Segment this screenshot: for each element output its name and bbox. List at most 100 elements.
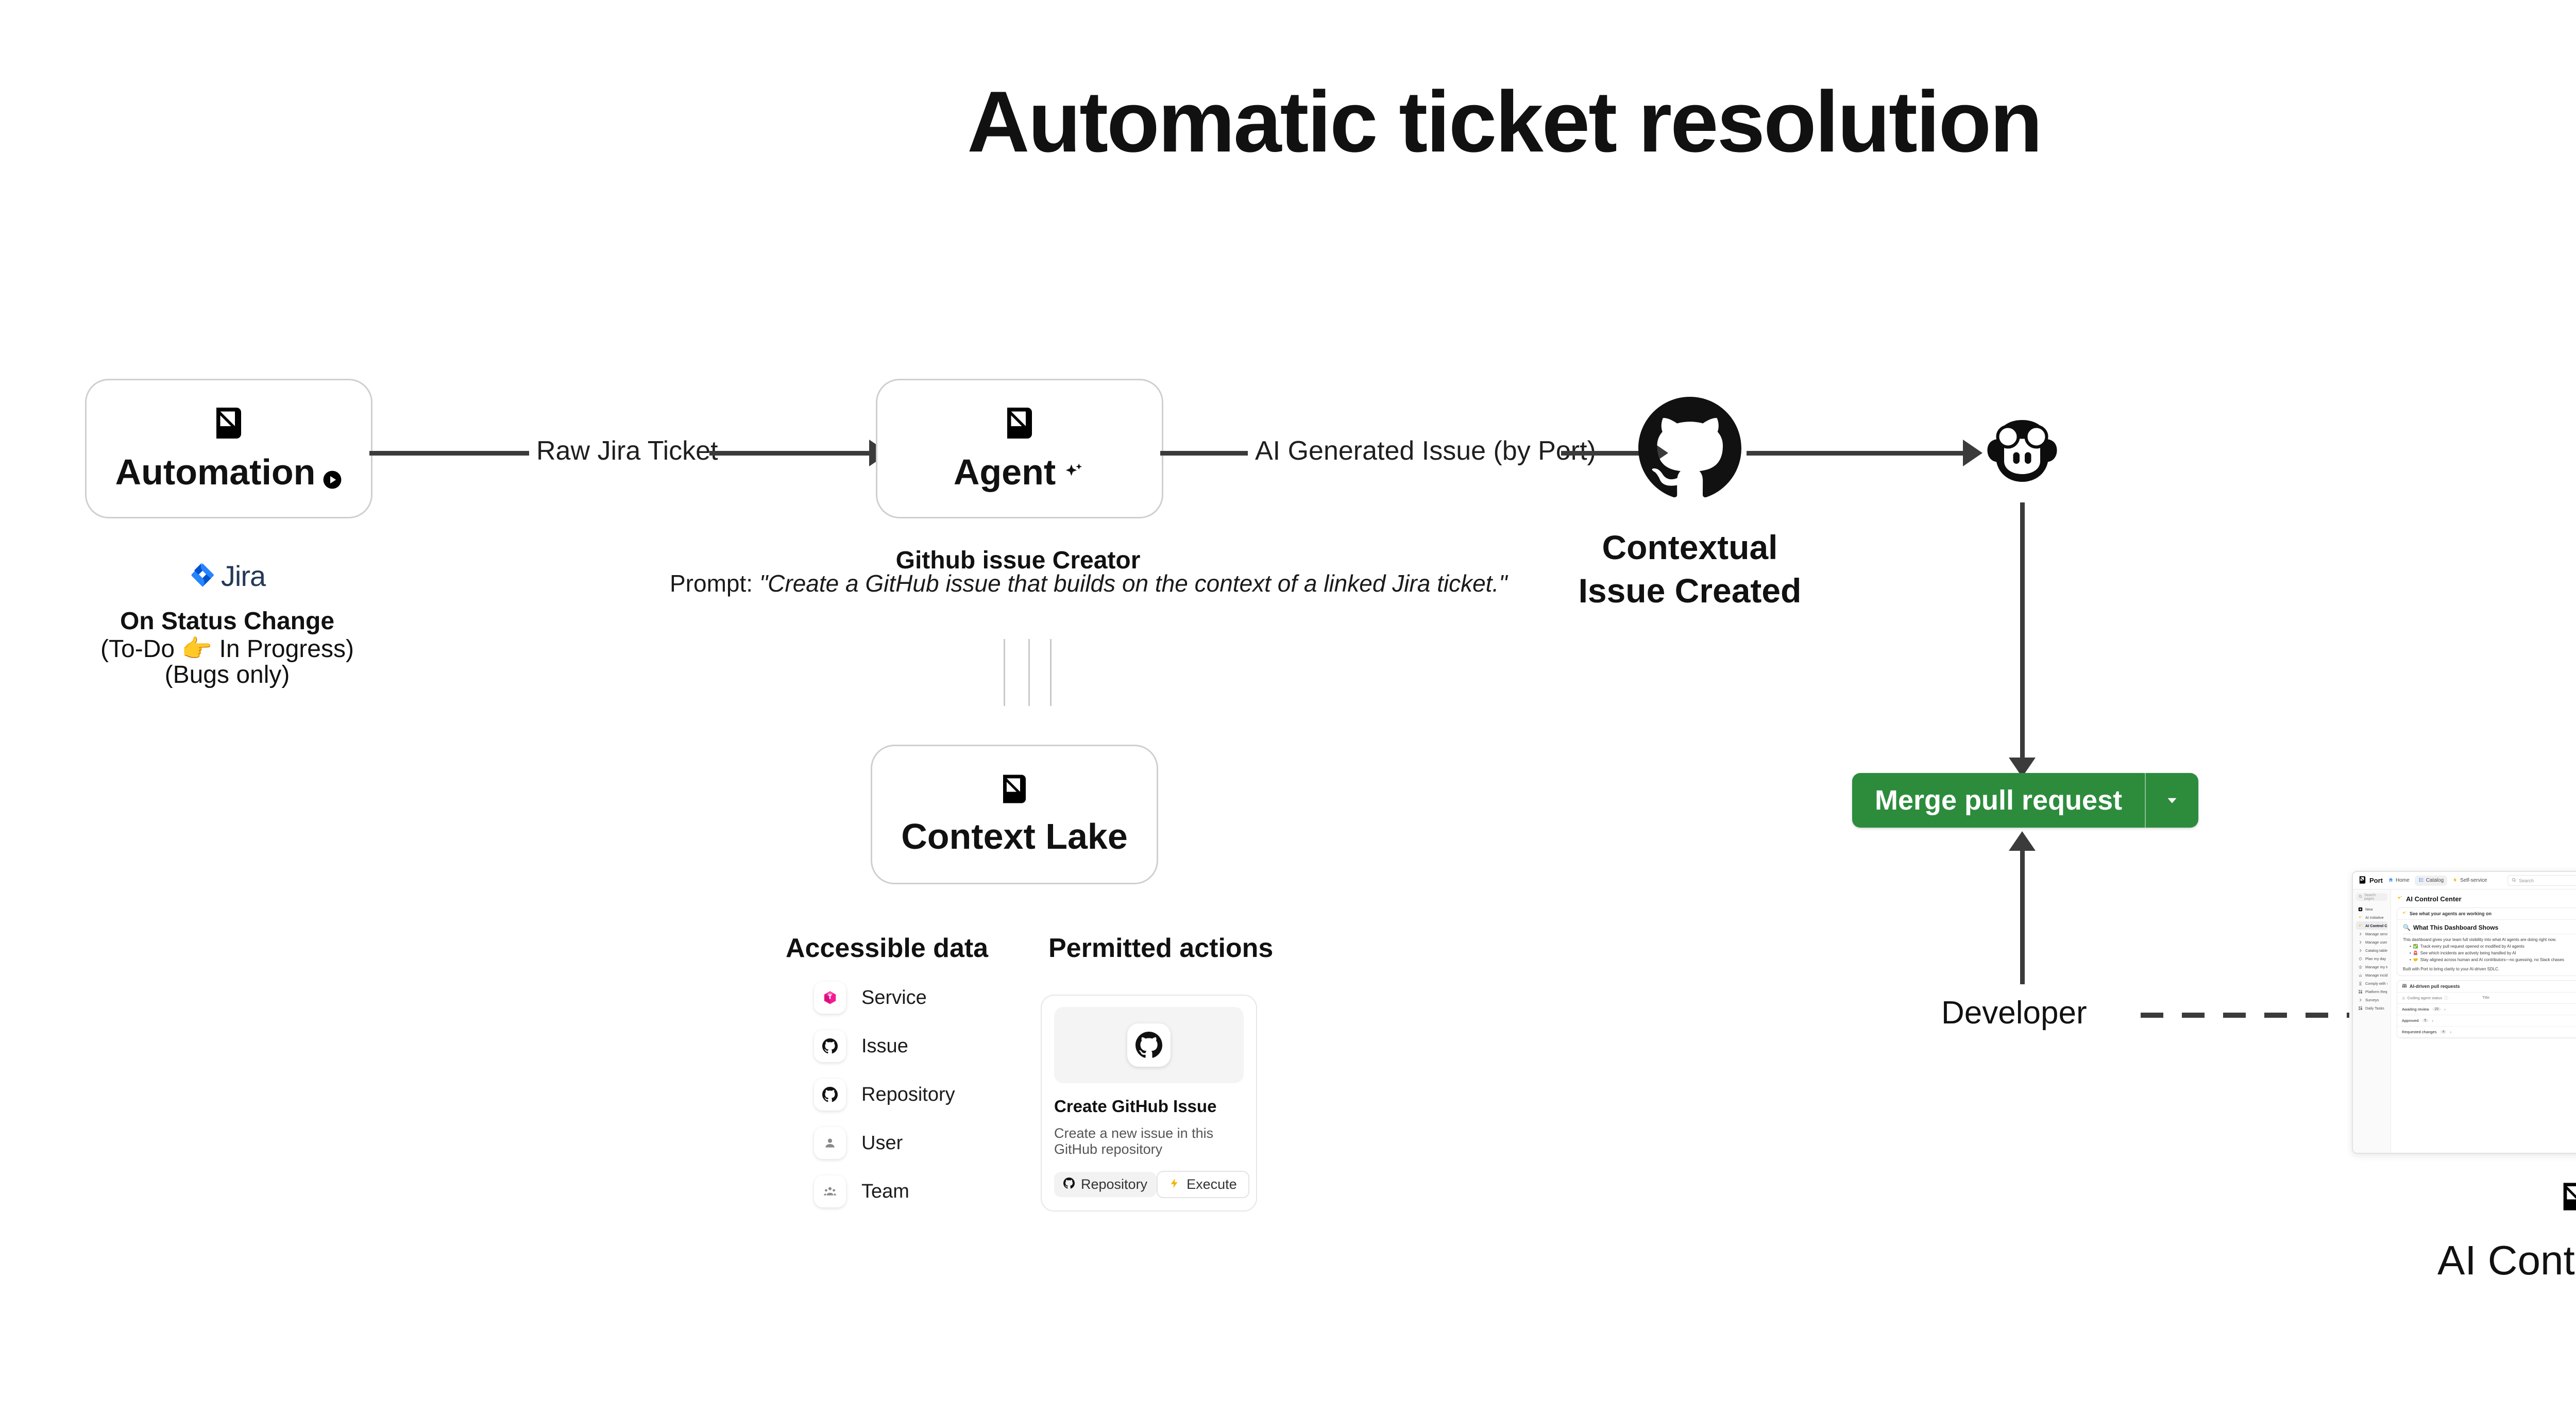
sidebar-search-input[interactable]: Search pages xyxy=(2356,893,2387,901)
developer-to-dashboard-dashed-line xyxy=(2141,1013,2349,1018)
sidebar-item-new[interactable]: New xyxy=(2356,905,2387,913)
automation-caption-line2: (To-Do 👉 In Progress) xyxy=(100,635,354,663)
sidebar-item-label: Surveys xyxy=(2365,997,2379,1002)
overview-panel-paragraph: This dashboard gives your team full visi… xyxy=(2403,937,2556,942)
bullet-text: See which incidents are actively being h… xyxy=(2420,951,2516,955)
automation-node-label: Automation xyxy=(115,451,343,493)
port-logo-icon xyxy=(1001,405,1038,444)
person-icon xyxy=(814,1127,846,1159)
edge-developer-to-merge xyxy=(2020,850,2025,984)
home-icon xyxy=(2388,877,2394,884)
dashboard-nav-catalog[interactable]: Catalog xyxy=(2414,875,2448,886)
edge-label-ai-generated-issue: AI Generated Issue (by Port) xyxy=(1248,435,1603,466)
bullet-marker: • xyxy=(2410,957,2411,962)
permitted-action-card[interactable]: Create GitHub Issue Create a new issue i… xyxy=(1041,995,1257,1212)
accessible-data-item[interactable]: Repository xyxy=(814,1079,955,1111)
overview-panel-head-label: See what your agents are working on xyxy=(2410,911,2492,916)
dashboard-page-title-label: AI Control Center xyxy=(2406,895,2462,903)
merge-pull-request-button[interactable]: Merge pull request xyxy=(1852,773,2199,828)
agent-prompt: Prompt: "Create a GitHub issue that buil… xyxy=(670,569,1507,597)
chevron-right-icon[interactable]: › xyxy=(2444,1007,2446,1012)
sidebar-item-label: Platform Requests Da... xyxy=(2365,989,2387,994)
overview-panel-head: See what your agents are working on xyxy=(2397,908,2576,920)
sidebar-item-label: Catalog tables xyxy=(2365,948,2387,953)
edge-copilot-to-merge xyxy=(2020,502,2025,760)
sparkles-icon xyxy=(2358,923,2363,928)
dashboard-search-placeholder: Search xyxy=(2519,878,2534,883)
accessible-data-item[interactable]: Service xyxy=(814,982,955,1014)
people-icon xyxy=(2358,965,2363,969)
info-icon: ⓘ xyxy=(2444,996,2448,1000)
agent-contextlake-line-3 xyxy=(1050,639,1052,706)
accessible-data-item[interactable]: User xyxy=(814,1127,955,1159)
sidebar-item-comply-with-standar[interactable]: Comply with standar... xyxy=(2356,979,2387,987)
row-status-label: Requested changes xyxy=(2402,1030,2437,1034)
accessible-data-item[interactable]: Team xyxy=(814,1175,955,1207)
catalog-icon xyxy=(2418,877,2424,884)
developer-label: Developer xyxy=(1941,995,2087,1031)
sidebar-item-plan-my-day[interactable]: Plan my day xyxy=(2356,954,2387,963)
sidebar-item-ai-initiative[interactable]: AI Initiative xyxy=(2356,913,2387,921)
chevron-down-icon[interactable] xyxy=(2146,773,2198,828)
automation-node[interactable]: Automation xyxy=(85,379,372,518)
plus-square-icon xyxy=(2358,907,2363,912)
sidebar-item-manage-my-team-s-w[interactable]: Manage my team's w... xyxy=(2356,963,2387,971)
sidebar-item-ai-control-center[interactable]: AI Control Center xyxy=(2356,921,2387,930)
dashboard-nav-selfservice[interactable]: Self-service xyxy=(2452,877,2487,884)
sidebar-search-placeholder: Search pages xyxy=(2364,893,2376,901)
accessible-data-item[interactable]: Issue xyxy=(814,1030,955,1062)
port-logo-icon xyxy=(2358,876,2367,886)
dashboard-overview-panel: See what your agents are working on 🔍 Wh… xyxy=(2397,907,2576,976)
jira-integration: Jira xyxy=(85,559,369,593)
dashboard-brand[interactable]: Port xyxy=(2358,876,2383,886)
row-count-badge: 5 xyxy=(2421,1019,2429,1022)
lightning-icon xyxy=(1169,1176,1180,1192)
search-icon xyxy=(2359,895,2362,899)
chevron-right-icon[interactable]: › xyxy=(2450,1030,2451,1034)
github-icon xyxy=(1638,397,1741,502)
ai-control-center-screenshot[interactable]: Port Home Catalog Self-service Search ⌘ … xyxy=(2352,871,2576,1154)
chevron-right-icon xyxy=(2358,932,2363,936)
agent-contextlake-line-1 xyxy=(1004,639,1005,706)
sidebar-item-label: Manage users and teams xyxy=(2365,939,2387,945)
lightning-icon xyxy=(2452,877,2458,884)
accessible-data-item-label: Issue xyxy=(861,1035,908,1057)
bullet-emoji: ✅ xyxy=(2413,944,2418,949)
bullet-text: Stay aligned across human and AI contrib… xyxy=(2420,957,2565,962)
github-icon xyxy=(1063,1176,1075,1192)
chevron-right-icon[interactable]: › xyxy=(2432,1018,2433,1023)
control-center-label: AI Control Center xyxy=(2437,1237,2576,1283)
action-card-repository-tag[interactable]: Repository xyxy=(1054,1172,1157,1197)
dashboard-search-input[interactable]: Search ⌘ K xyxy=(2507,875,2576,886)
sidebar-item-daily-tasks[interactable]: Daily Tasks xyxy=(2356,1004,2387,1012)
action-card-execute-button[interactable]: Execute xyxy=(1157,1171,1249,1198)
context-lake-node[interactable]: Context Lake xyxy=(871,745,1158,884)
bullet-text: Track every pull request opened or modif… xyxy=(2420,944,2524,949)
accessible-data-item-label: Team xyxy=(861,1180,909,1202)
agent-node[interactable]: Agent xyxy=(876,379,1163,518)
edge-arrow-developer-to-merge xyxy=(2009,831,2036,851)
sidebar-item-manage-service-catalog[interactable]: Manage service catalog xyxy=(2356,930,2387,938)
sidebar-item-surveys[interactable]: Surveys xyxy=(2356,996,2387,1004)
merge-pull-request-label[interactable]: Merge pull request xyxy=(1875,785,2123,816)
action-card-title: Create GitHub Issue xyxy=(1054,1097,1217,1116)
sidebar-item-platform-requests-da[interactable]: Platform Requests Da... xyxy=(2356,987,2387,996)
overview-panel-title: 🔍 What This Dashboard Shows xyxy=(2403,924,2576,934)
dashboard-page-title: AI Control Center xyxy=(2397,895,2462,903)
dashboard-nav-home[interactable]: Home xyxy=(2388,877,2410,884)
action-card-tag-label: Repository xyxy=(1081,1176,1148,1192)
sidebar-item-label: Manage my team's w... xyxy=(2365,964,2387,969)
sidebar-item-catalog-tables[interactable]: Catalog tables xyxy=(2356,946,2387,954)
sidebar-item-manage-users-and-teams[interactable]: Manage users and teams xyxy=(2356,938,2387,946)
sidebar-item-manage-incidents[interactable]: Manage incidents xyxy=(2356,971,2387,979)
people-icon xyxy=(814,1175,846,1207)
github-icon xyxy=(814,1079,846,1111)
control-center-icon-wrap xyxy=(2558,1180,2576,1216)
permitted-actions-heading: Permitted actions xyxy=(1048,933,1274,963)
